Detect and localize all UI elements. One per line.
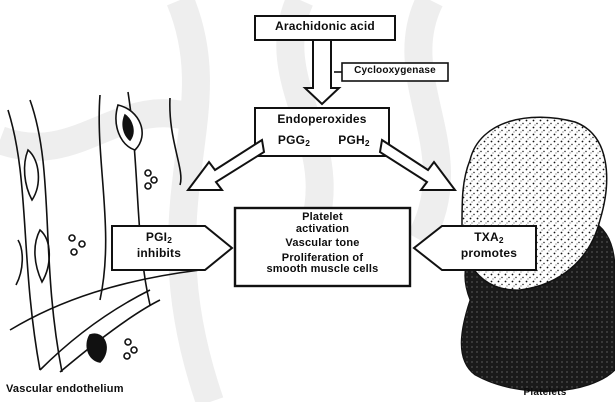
platelets-caption: Platelets [500, 388, 590, 399]
effects-line-5: smooth muscle cells [235, 264, 410, 276]
promotes-label: promotes [446, 247, 532, 260]
pgh-subscript: 2 [365, 138, 370, 148]
txa-text: TXA [474, 230, 499, 244]
txa2-label: TXA2 promotes [446, 231, 532, 260]
watermark [0, 0, 437, 402]
effects-line-2: activation [235, 224, 410, 236]
pgi-subscript: 2 [167, 235, 172, 245]
effects-line-1: Platelet [235, 212, 410, 224]
pgi-text: PGI [146, 230, 167, 244]
effects-label: Platelet activation Vascular tone Prolif… [235, 212, 410, 276]
pgg-text: PGG [278, 133, 305, 147]
cyclooxygenase-label: Cyclooxygenase [342, 66, 448, 77]
pgh2-label: PGH2 [326, 134, 382, 148]
inhibits-label: inhibits [118, 247, 200, 260]
pgg2-label: PGG2 [264, 134, 324, 148]
pgh-text: PGH [338, 133, 365, 147]
arachidonic-acid-label: Arachidonic acid [255, 20, 395, 33]
pgg-subscript: 2 [305, 138, 310, 148]
vascular-endothelium-caption: Vascular endothelium [6, 384, 206, 396]
endoperoxides-label: Endoperoxides [255, 113, 389, 126]
txa-subscript: 2 [499, 235, 504, 245]
pgi2-label: PGI2 inhibits [118, 231, 200, 260]
effects-line-3: Vascular tone [235, 238, 410, 250]
